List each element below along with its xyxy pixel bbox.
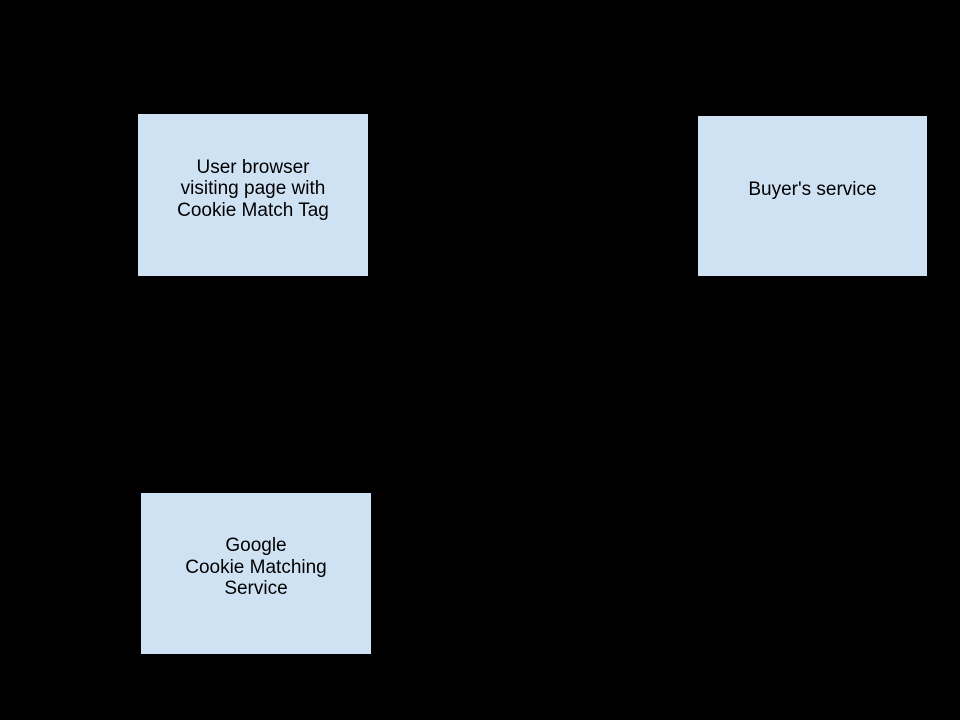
node-google-cookie-matching-service: Google Cookie Matching Service bbox=[140, 492, 372, 655]
node-user-browser: User browser visiting page with Cookie M… bbox=[137, 113, 369, 277]
label-line: User browser bbox=[196, 156, 310, 178]
label-line: Service bbox=[224, 578, 288, 600]
label-line: visiting page with bbox=[180, 178, 326, 200]
node-buyers-service-label: Buyer's service bbox=[748, 179, 876, 201]
node-google-cookie-matching-service-label: Google Cookie Matching Service bbox=[185, 535, 327, 600]
node-buyers-service: Buyer's service bbox=[697, 115, 928, 277]
label-line: Buyer's service bbox=[748, 179, 877, 201]
label-line: Cookie Match Tag bbox=[177, 199, 329, 221]
label-line: Cookie Matching bbox=[185, 556, 327, 578]
label-line: Google bbox=[225, 535, 287, 557]
node-user-browser-label: User browser visiting page with Cookie M… bbox=[177, 157, 329, 222]
